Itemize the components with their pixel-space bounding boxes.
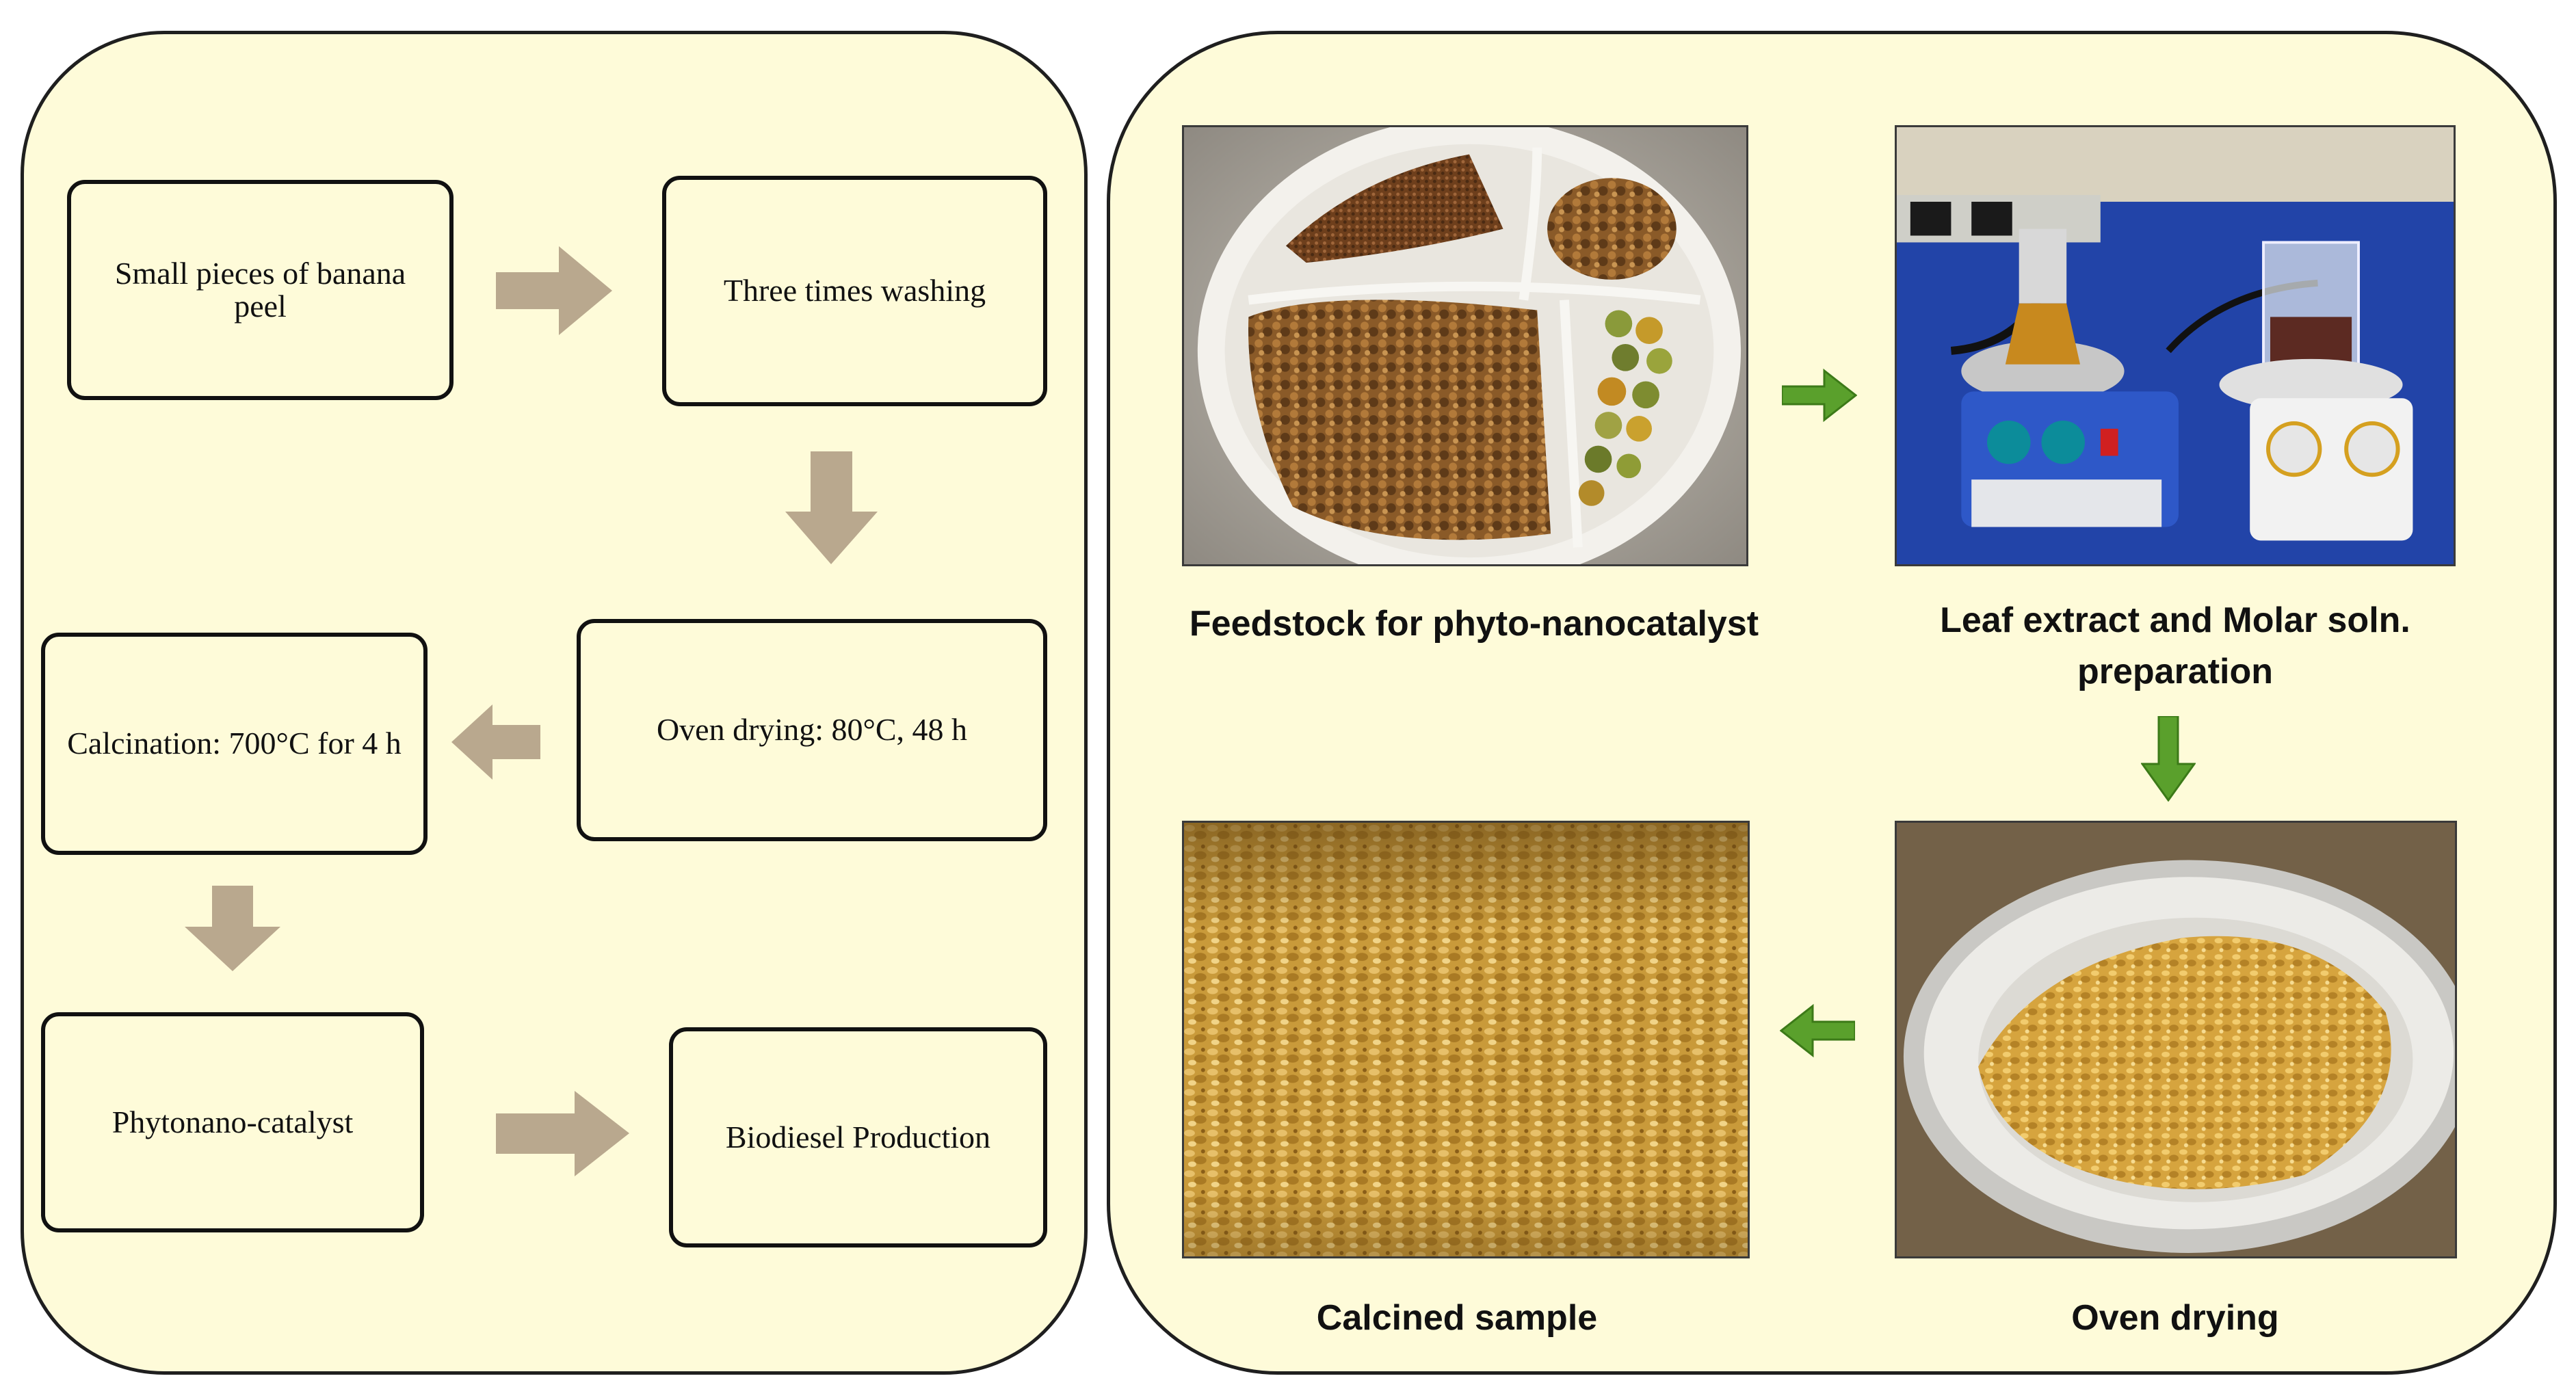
step-phytonano-catalyst: Phytonano-catalyst — [41, 1012, 424, 1232]
step-biodiesel-production: Biodiesel Production — [669, 1027, 1047, 1247]
arrow-left-green — [1780, 1003, 1855, 1058]
arrow-right-green — [1782, 368, 1857, 423]
arrow-down-green — [2141, 716, 2196, 802]
arrow-down-1 — [785, 451, 878, 564]
arrow-left-1 — [451, 704, 540, 780]
step-oven-drying: Oven drying: 80°C, 48 h — [577, 619, 1047, 841]
leaf-extract-photo — [1895, 125, 2456, 566]
feedstock-photo — [1182, 125, 1748, 566]
calcined-sample-photo — [1182, 821, 1750, 1258]
step-washing: Three times washing — [662, 176, 1047, 406]
arrow-right-2 — [496, 1091, 629, 1176]
arrow-right-1 — [496, 246, 612, 335]
oven-drying-caption: Oven drying — [2071, 1298, 2279, 1338]
arrow-down-2 — [185, 886, 280, 971]
oven-drying-photo — [1895, 821, 2457, 1258]
calcined-sample-caption: Calcined sample — [1316, 1298, 1598, 1338]
step-banana-peel: Small pieces of banana peel — [67, 180, 454, 400]
step-calcination: Calcination: 700°C for 4 h — [41, 633, 428, 855]
feedstock-caption: Feedstock for phyto-nanocatalyst — [1189, 604, 1759, 644]
leaf-extract-caption: Leaf extract and Molar soln. preparation — [1940, 600, 2410, 692]
